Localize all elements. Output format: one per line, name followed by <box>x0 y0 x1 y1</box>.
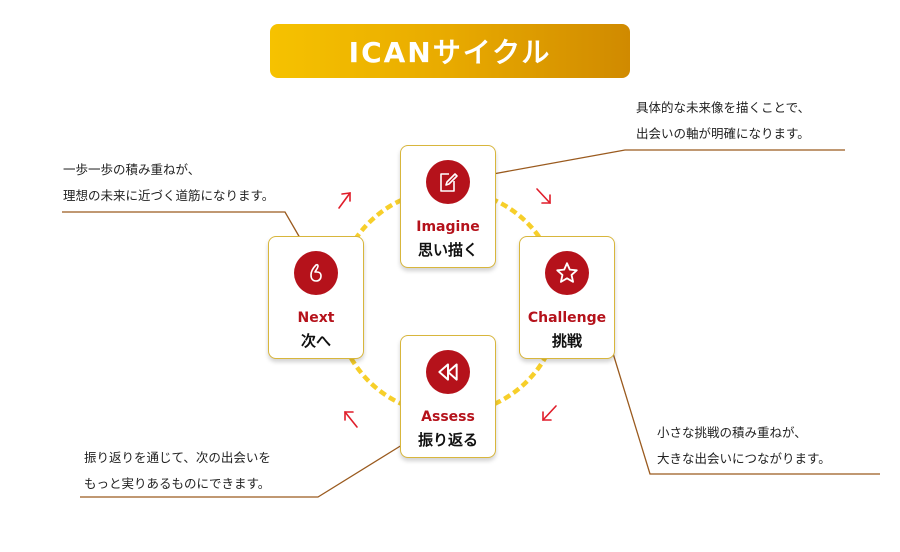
arrow-up-left-icon <box>344 411 358 428</box>
arrow-down-left-icon <box>542 405 557 421</box>
card-label-jp: 挑戦 <box>551 332 582 350</box>
callout-assess: 振り返りを通じて、次の出会いを もっと実りあるものにできます。 <box>84 445 271 497</box>
callout-line-next <box>62 211 301 239</box>
thumbs-up-icon <box>294 251 338 295</box>
card-label-jp: 思い描く <box>417 241 478 259</box>
card-next: Next 次へ <box>268 236 364 359</box>
page-title: ICANサイクル <box>348 36 552 69</box>
card-label-en: Next <box>297 310 335 326</box>
card-imagine: Imagine 思い描く <box>400 145 496 268</box>
callout-line-2: もっと実りあるものにできます。 <box>84 476 271 491</box>
card-label-jp: 次へ <box>300 332 331 350</box>
callout-line-assess <box>80 444 403 498</box>
callout-line-challenge <box>611 349 880 475</box>
callout-imagine: 具体的な未来像を描くことで、 出会いの軸が明確になります。 <box>636 95 810 147</box>
callout-line-1: 小さな挑戦の積み重ねが、 <box>657 425 807 440</box>
callout-line-1: 一歩一歩の積み重ねが、 <box>63 162 201 177</box>
callout-line-imagine <box>492 149 845 175</box>
title-banner: ICANサイクル <box>270 24 630 78</box>
callout-challenge: 小さな挑戦の積み重ねが、 大きな出会いにつながります。 <box>657 420 831 472</box>
card-challenge: Challenge 挑戦 <box>519 236 615 359</box>
arrow-up-right-icon <box>338 192 351 209</box>
card-label-en: Imagine <box>416 219 480 235</box>
callout-next: 一歩一歩の積み重ねが、 理想の未来に近づく道筋になります。 <box>63 157 274 209</box>
star-icon <box>545 251 589 295</box>
callout-line-2: 大きな出会いにつながります。 <box>657 451 831 466</box>
note-pencil-icon <box>426 160 470 204</box>
rewind-icon <box>426 350 470 394</box>
callout-line-1: 振り返りを通じて、次の出会いを <box>84 450 271 465</box>
arrow-down-right-icon <box>536 188 551 204</box>
card-label-jp: 振り返る <box>417 431 478 449</box>
card-assess: Assess 振り返る <box>400 335 496 458</box>
callout-line-1: 具体的な未来像を描くことで、 <box>636 100 811 115</box>
card-label-en: Assess <box>421 409 475 425</box>
callout-line-2: 理想の未来に近づく道筋になります。 <box>63 188 275 203</box>
callout-line-2: 出会いの軸が明確になります。 <box>636 126 810 141</box>
card-label-en: Challenge <box>527 310 607 326</box>
